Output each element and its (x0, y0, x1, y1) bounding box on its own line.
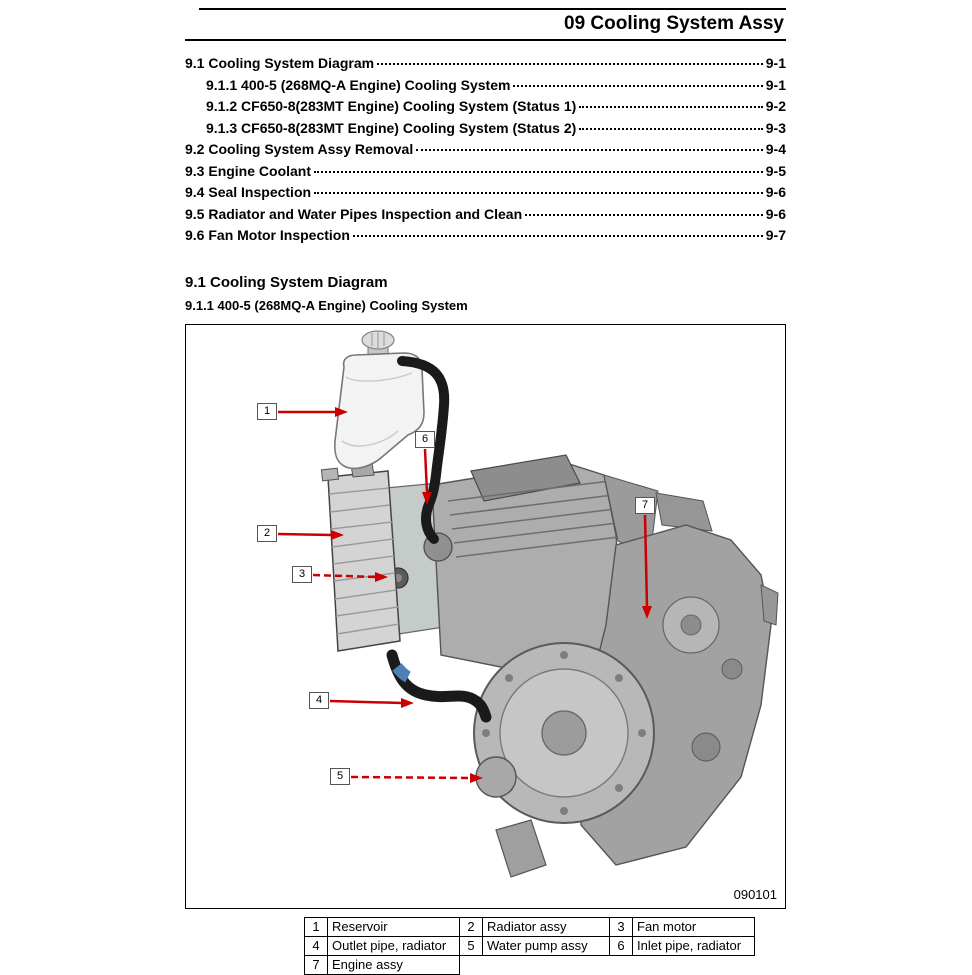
section-subheading: 9.1.1 400-5 (268MQ-A Engine) Cooling Sys… (185, 297, 468, 313)
radiator (320, 461, 401, 652)
toc-entry[interactable]: 9.5 Radiator and Water Pipes Inspection … (185, 206, 786, 228)
toc-entry-label: 9.3 Engine Coolant (185, 162, 312, 179)
page-title: 09 Cooling System Assy (564, 13, 784, 34)
arrow-head-4 (401, 697, 414, 708)
callout-2: 2 (257, 524, 277, 542)
arrow-line-6 (423, 448, 429, 493)
legend-row: 1 Reservoir 2 Radiator assy 3 Fan motor (304, 916, 755, 937)
toc-entry[interactable]: 9.6 Fan Motor Inspection 9-7 (185, 227, 786, 249)
legend-callout-label: Engine assy (327, 954, 460, 975)
arrow-line-7 (643, 514, 649, 607)
toc-entry[interactable]: 9.4 Seal Inspection 9-6 (185, 184, 786, 206)
legend-callout-label: Reservoir (327, 916, 460, 937)
toc-entry-label: 9.1.2 CF650-8(283MT Engine) Cooling Syst… (206, 98, 577, 114)
legend-callout-number: 5 (459, 935, 483, 956)
hose-clamp (392, 662, 411, 682)
legend-callout-number: 1 (304, 916, 328, 937)
table-of-contents: 9.1 Cooling System Diagram 9-1 9.1.1 400… (185, 55, 786, 249)
legend-row: 7 Engine assy (304, 954, 755, 975)
toc-dot-leader (377, 63, 763, 65)
callout-arrow-heads (331, 406, 652, 783)
callout-3: 3 (292, 565, 312, 583)
callout-legend-table: 1 Reservoir 2 Radiator assy 3 Fan motor … (304, 916, 755, 975)
toc-entry-page: 9-1 (765, 76, 786, 93)
toc-entry[interactable]: 9.2 Cooling System Assy Removal 9-4 (185, 141, 786, 163)
toc-dot-leader (513, 84, 763, 87)
toc-dot-leader (525, 213, 763, 216)
valve-cover (470, 453, 581, 502)
toc-entry-label: 9.5 Radiator and Water Pipes Inspection … (185, 205, 523, 222)
callout-1: 1 (257, 402, 277, 420)
header-bottom-rule (185, 39, 786, 41)
toc-entry-page: 9-6 (765, 205, 786, 222)
toc-entry-label: 9.1 Cooling System Diagram (185, 55, 375, 71)
legend-callout-number: 7 (304, 954, 328, 975)
arrow-head-3 (375, 571, 388, 582)
arrow-head-6 (422, 491, 432, 505)
outlet-hose (386, 649, 492, 722)
toc-dot-leader (314, 192, 763, 194)
toc-entry-page: 9-4 (765, 141, 786, 157)
water-pump (475, 755, 517, 798)
reservoir (333, 329, 425, 469)
legend-callout-number: 4 (304, 935, 328, 956)
arrow-line-5 (350, 775, 472, 779)
toc-entry[interactable]: 9.1.2 CF650-8(283MT Engine) Cooling Syst… (185, 98, 786, 120)
callout-6: 6 (415, 430, 435, 448)
cooling-system-figure: 1 2 3 4 5 6 7 090101 (185, 323, 786, 909)
toc-entry-page: 9-1 (765, 55, 786, 71)
toc-dot-leader (416, 149, 763, 151)
toc-entry-page: 9-3 (765, 119, 786, 136)
radiator-cap (320, 467, 340, 481)
toc-entry[interactable]: 9.3 Engine Coolant 9-5 (185, 163, 786, 185)
callout-5: 5 (330, 767, 350, 785)
toc-entry-label: 9.1.1 400-5 (268MQ-A Engine) Cooling Sys… (206, 76, 511, 93)
toc-entry-page: 9-7 (765, 227, 786, 243)
arrow-head-1 (335, 406, 348, 417)
legend-callout-label: Inlet pipe, radiator (632, 935, 755, 956)
toc-entry-page: 9-5 (765, 162, 786, 179)
toc-entry-page: 9-2 (765, 98, 786, 114)
toc-entry-label: 9.2 Cooling System Assy Removal (185, 141, 414, 157)
toc-dot-leader (314, 170, 763, 173)
toc-entry[interactable]: 9.1.3 CF650-8(283MT Engine) Cooling Syst… (185, 120, 786, 142)
drain-spout (495, 818, 547, 878)
toc-dot-leader (579, 127, 763, 130)
callout-7: 7 (635, 496, 655, 514)
inlet-hose (397, 355, 450, 544)
callout-arrow-lines (277, 410, 649, 779)
legend-callout-label: Outlet pipe, radiator (327, 935, 460, 956)
toc-entry-label: 9.6 Fan Motor Inspection (185, 227, 350, 243)
legend-callout-label: Fan motor (632, 916, 755, 937)
arrow-head-7 (642, 605, 652, 619)
toc-entry-label: 9.1.3 CF650-8(283MT Engine) Cooling Syst… (206, 119, 577, 136)
toc-entry[interactable]: 9.1.1 400-5 (268MQ-A Engine) Cooling Sys… (185, 77, 786, 99)
toc-entry[interactable]: 9.1 Cooling System Diagram 9-1 (185, 55, 786, 77)
toc-dot-leader (352, 235, 763, 237)
legend-callout-number: 2 (459, 916, 483, 937)
engine-diagram (277, 329, 779, 878)
clutch-cover (473, 641, 655, 824)
header-top-rule (199, 8, 786, 10)
toc-entry-label: 9.4 Seal Inspection (185, 184, 312, 200)
figure-number: 090101 (733, 886, 777, 902)
arrow-head-5 (470, 772, 483, 783)
callout-4: 4 (309, 691, 329, 709)
arrow-line-2 (277, 532, 333, 536)
arrow-head-2 (331, 529, 344, 540)
arrow-line-4 (329, 699, 403, 704)
section-heading: 9.1 Cooling System Diagram (185, 273, 388, 291)
legend-callout-number: 3 (609, 916, 633, 937)
legend-callout-label: Water pump assy (482, 935, 610, 956)
manual-page: 09 Cooling System Assy 9.1 Cooling Syste… (185, 0, 786, 975)
legend-callout-label: Radiator assy (482, 916, 610, 937)
legend-callout-number: 6 (609, 935, 633, 956)
toc-dot-leader (579, 106, 763, 108)
legend-row: 4 Outlet pipe, radiator 5 Water pump ass… (304, 935, 755, 956)
toc-entry-page: 9-6 (765, 184, 786, 200)
